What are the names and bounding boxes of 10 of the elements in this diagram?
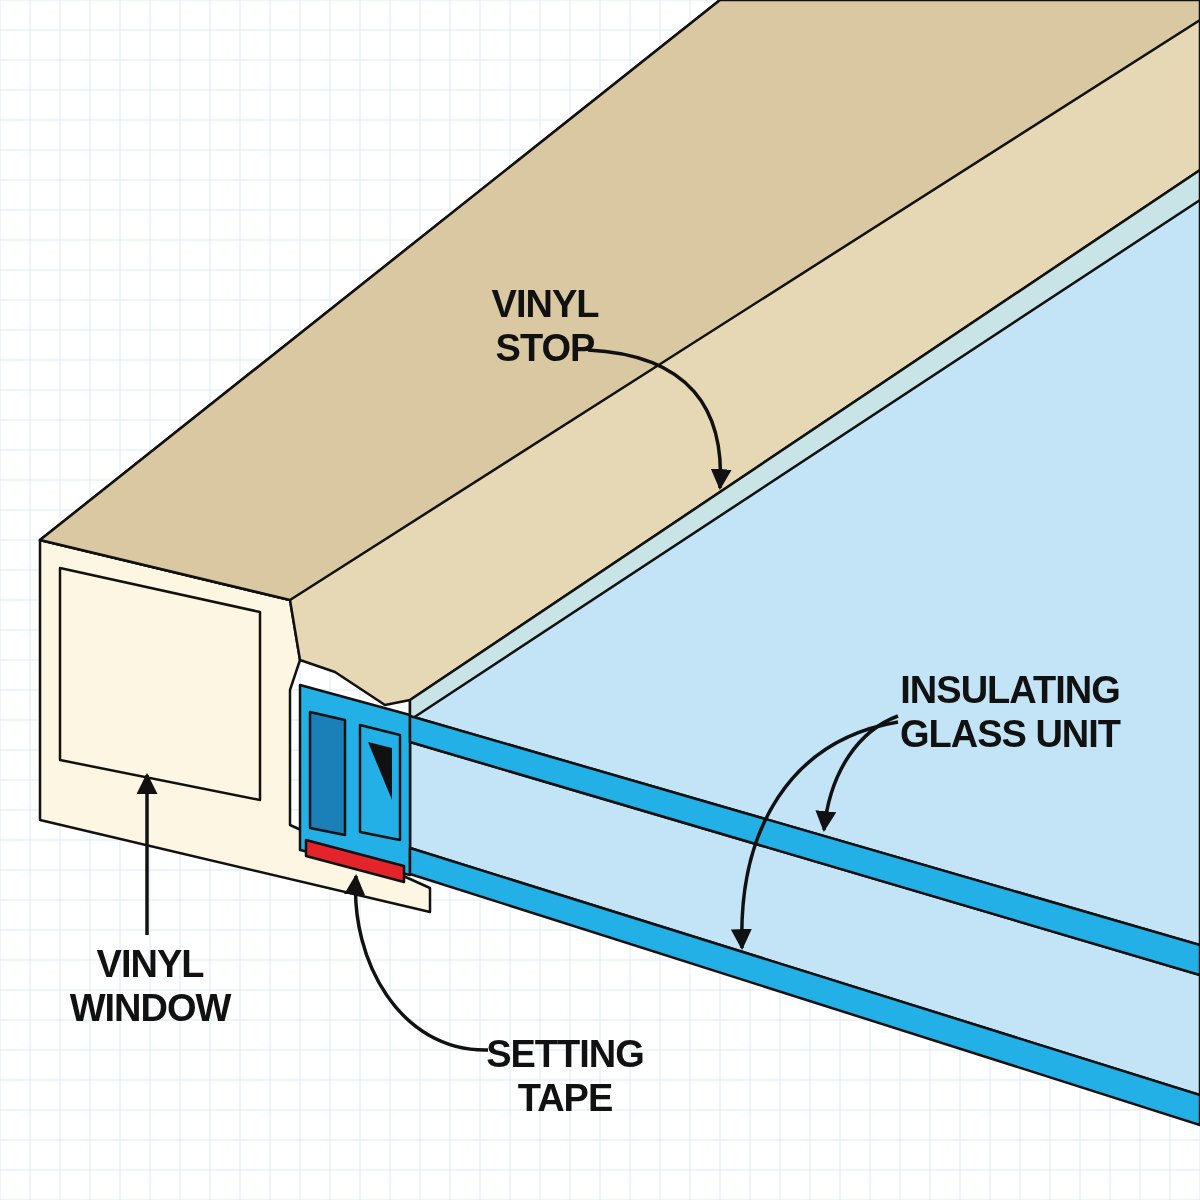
callout-label: SETTING TAPE	[480, 1032, 650, 1120]
callout-label: VINYL WINDOW	[60, 942, 240, 1030]
glass-pane-edge	[408, 846, 1200, 1127]
callout-label: VINYL STOP	[470, 282, 620, 370]
leader-arrow	[731, 720, 899, 951]
leader-arrow	[587, 348, 731, 491]
callout-label: INSULATING GLASS UNIT	[880, 668, 1140, 756]
leader-arrow	[816, 714, 899, 833]
leader-arrow	[136, 772, 158, 935]
leader-arrow	[345, 873, 489, 1052]
